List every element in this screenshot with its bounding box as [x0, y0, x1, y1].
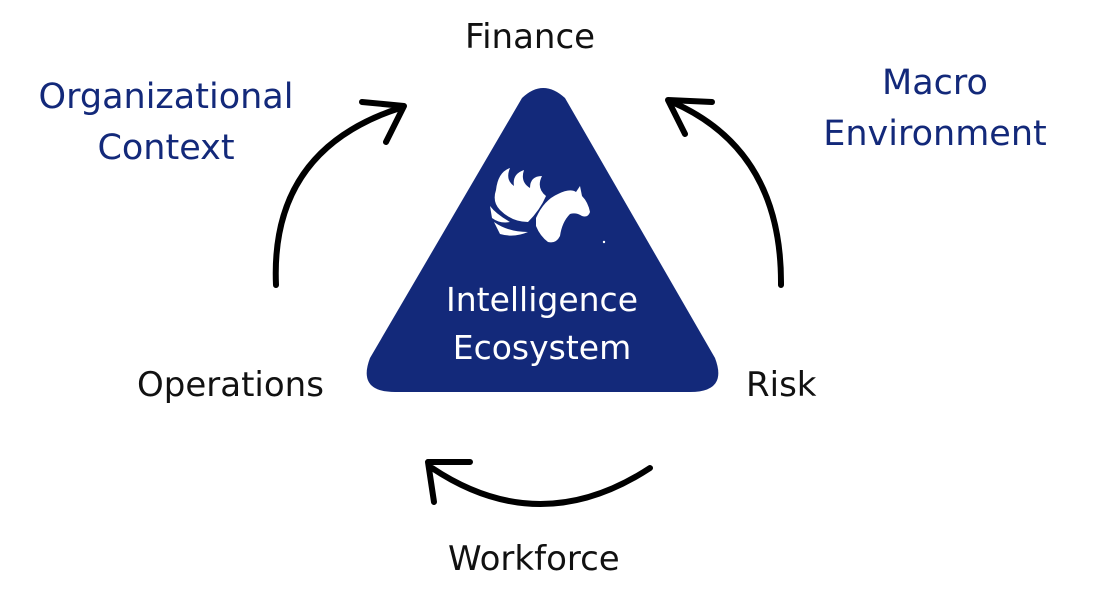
- context-organizational-line2: Context: [97, 127, 235, 168]
- arrow-right-head: [665, 97, 715, 137]
- context-organizational: Organizational Context: [30, 72, 302, 174]
- pegasus-icon: [490, 168, 606, 244]
- context-organizational-line1: Organizational: [38, 77, 294, 117]
- center-title-line2: Ecosystem: [452, 327, 632, 367]
- context-macro-line2: Environment: [823, 113, 1047, 154]
- center-title-line1: Intelligence: [445, 280, 638, 319]
- node-finance: Finance: [465, 17, 596, 57]
- arrow-left-head: [359, 99, 407, 145]
- center-title: Intelligence Ecosystem: [420, 276, 664, 372]
- node-operations: Operations: [137, 365, 324, 405]
- arrow-bottom-head: [425, 459, 473, 505]
- context-macro-line1: Macro: [882, 63, 988, 103]
- arrow-right-arc: [669, 99, 785, 288]
- center-triangle: [366, 88, 719, 392]
- node-risk: Risk: [746, 365, 817, 405]
- arrow-bottom-arc: [429, 465, 653, 507]
- node-workforce: Workforce: [448, 539, 620, 579]
- context-macro: Macro Environment: [818, 58, 1052, 160]
- arrow-left-arc: [272, 105, 403, 288]
